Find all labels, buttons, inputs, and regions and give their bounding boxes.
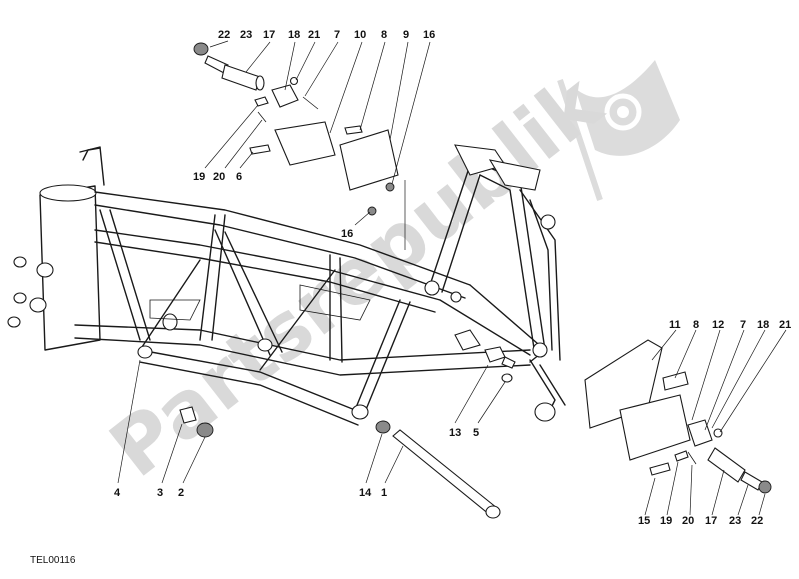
callout-17-right: 17 [705,515,717,527]
callout-5: 5 [473,427,479,439]
callout-23-top: 23 [240,29,252,41]
callout-6-top: 6 [236,171,242,183]
callout-8-right: 8 [693,319,699,331]
callout-10-top: 10 [354,29,366,41]
callout-4: 4 [114,487,121,499]
callout-15-right: 15 [638,515,650,527]
callout-2: 2 [178,487,184,499]
main-frame [7,144,566,426]
callout-18-top: 18 [288,29,300,41]
callout-labels: 22 23 17 18 21 7 10 8 9 16 19 20 6 16 4 … [30,29,791,566]
callout-16-frame: 16 [341,228,353,240]
callout-1: 1 [381,487,387,499]
callout-13: 13 [449,427,461,439]
right-footpeg-assembly [584,329,787,516]
callout-19-top: 19 [193,171,205,183]
gear-flag-icon [557,60,680,201]
callout-23-right: 23 [729,515,741,527]
callout-20-right: 20 [682,515,694,527]
callout-18-right: 18 [757,319,769,331]
callout-14: 14 [359,487,372,499]
reference-code: TEL00116 [30,555,76,566]
watermark-text: Partsrepublik [94,57,619,495]
callout-11-right: 11 [669,319,681,331]
callout-21-top: 21 [308,29,320,41]
callout-8-top: 8 [381,29,387,41]
callout-3: 3 [157,487,163,499]
callout-21-right: 21 [779,319,791,331]
callout-9-top: 9 [403,29,409,41]
callout-22-right: 22 [751,515,763,527]
lower-mounting-parts [117,346,516,519]
callout-17-top: 17 [263,29,275,41]
callout-12-right: 12 [712,319,724,331]
callout-20-top: 20 [213,171,225,183]
callout-7-right: 7 [740,319,746,331]
callout-7-top: 7 [334,29,340,41]
top-footpeg-assembly [193,40,431,250]
callout-22-top: 22 [218,29,230,41]
callout-16-top: 16 [423,29,435,41]
callout-19-right: 19 [660,515,672,527]
